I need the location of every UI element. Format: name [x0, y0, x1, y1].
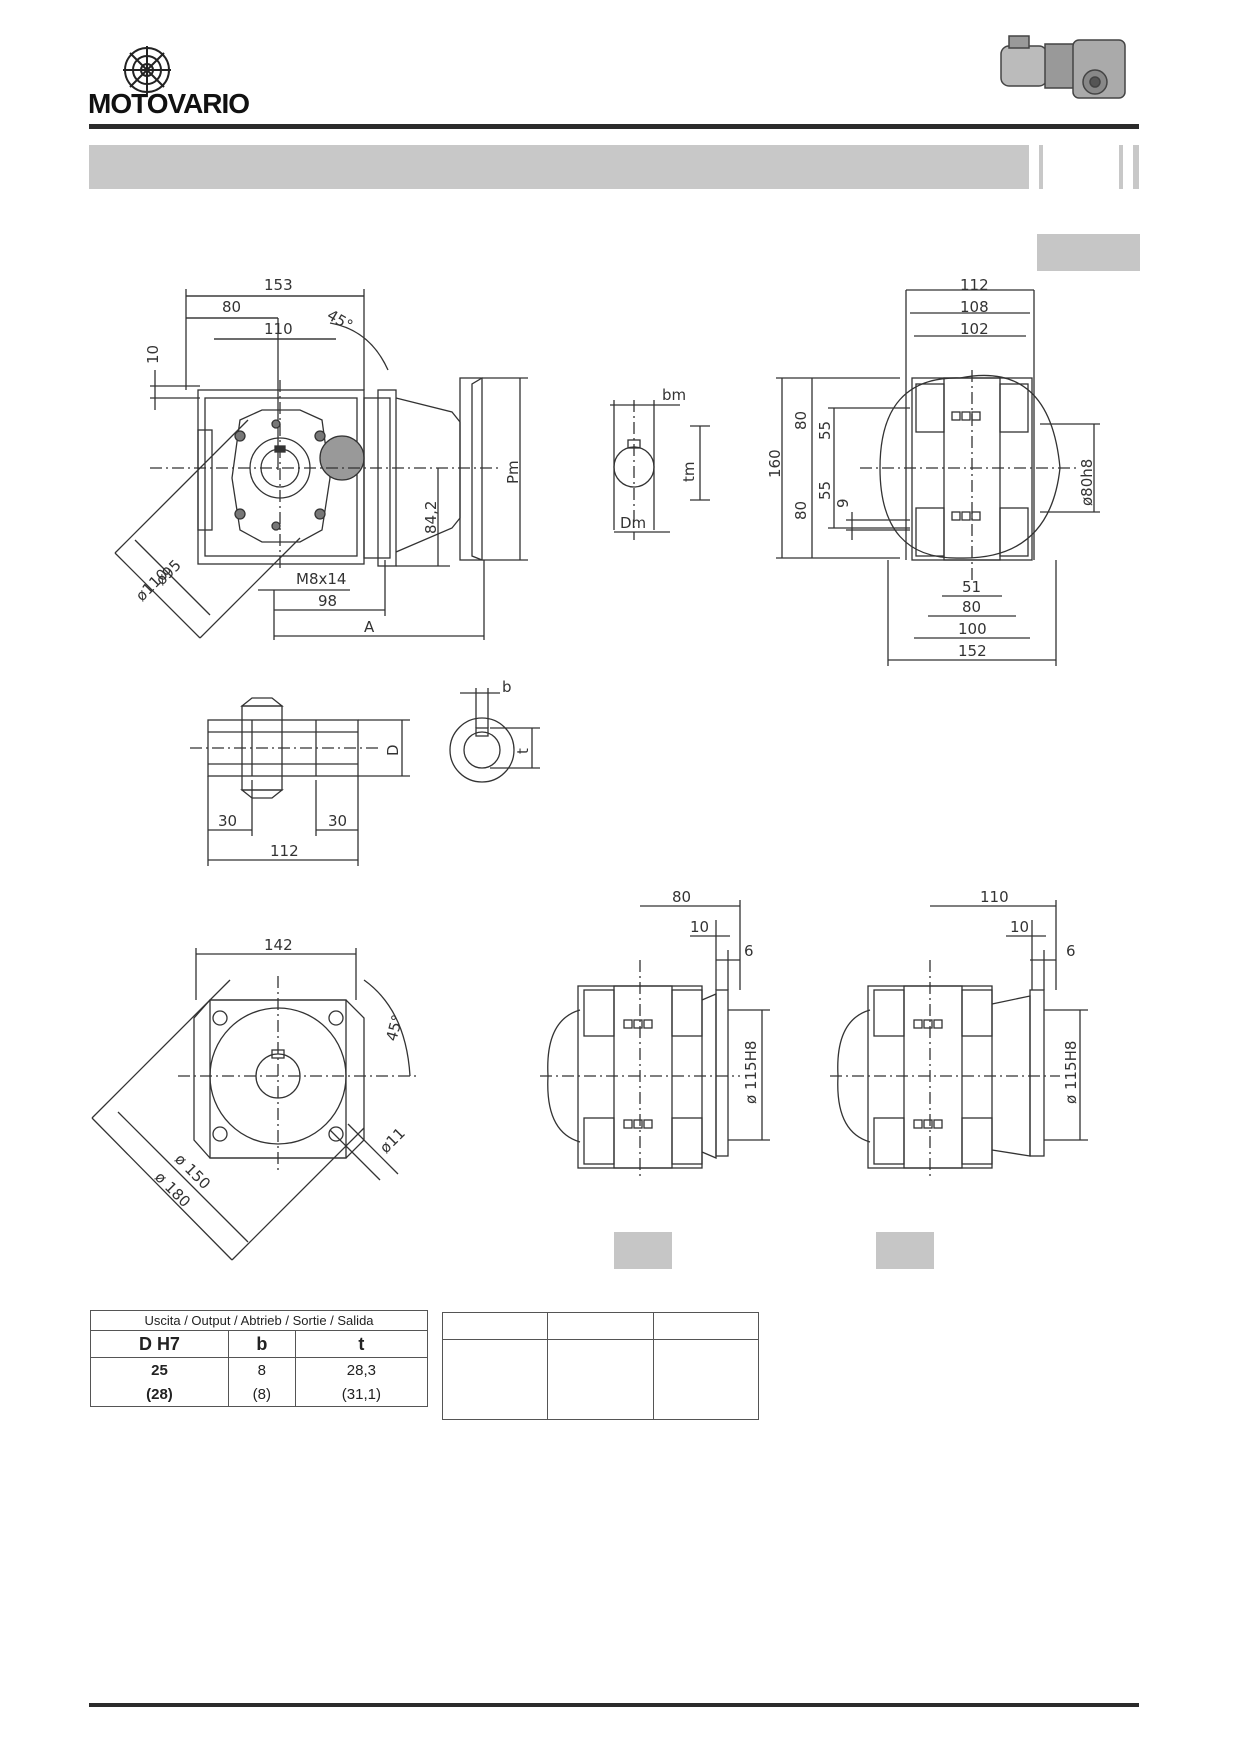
dim-98: 98 — [318, 592, 337, 610]
dim-dia-115-view-a: ø 115H8 — [742, 1041, 760, 1104]
cell-b: 8 — [227, 1357, 296, 1382]
dim-80-bottom: 80 — [962, 598, 981, 616]
dim-110: 110 — [264, 320, 293, 338]
dim-t: t — [514, 748, 532, 754]
dim-152: 152 — [958, 642, 987, 660]
front-view — [114, 289, 528, 640]
cell-d: 25 — [90, 1357, 229, 1382]
top-rule — [89, 124, 1139, 129]
hollow-shaft — [190, 688, 540, 866]
dim-51: 51 — [962, 578, 981, 596]
empty-cell — [547, 1312, 654, 1340]
cell-t: (31,1) — [294, 1382, 429, 1407]
header-t: t — [294, 1330, 429, 1358]
side-view — [776, 289, 1100, 666]
dim-102: 102 — [960, 320, 989, 338]
dim-108: 108 — [960, 298, 989, 316]
table-row: (28) (8) (31,1) — [90, 1382, 429, 1407]
view-a-drawing — [540, 900, 770, 1176]
empty-cell — [652, 1339, 760, 1420]
flange-view — [91, 948, 420, 1261]
dim-dia-115-view-b: ø 115H8 — [1062, 1041, 1080, 1104]
dim-55-lower: 55 — [816, 481, 834, 500]
dim-80: 80 — [222, 298, 241, 316]
dim-9: 9 — [834, 498, 852, 508]
cell-t: 28,3 — [294, 1357, 429, 1382]
key-section-top — [610, 400, 710, 540]
dim-45-flange: 45° — [382, 1013, 406, 1043]
cell-d: (28) — [90, 1382, 229, 1407]
dim-100: 100 — [958, 620, 987, 638]
dim-10-view-b: 10 — [1010, 918, 1029, 936]
dim-160: 160 — [766, 449, 784, 478]
bottom-rule — [89, 1703, 1139, 1707]
empty-table — [441, 1312, 760, 1420]
table-row: 25 8 28,3 — [90, 1357, 429, 1382]
dim-tm: tm — [680, 462, 698, 483]
header-b: b — [227, 1330, 296, 1358]
title-bar — [89, 145, 1029, 189]
cell-b: (8) — [227, 1382, 296, 1407]
dim-6-view-b: 6 — [1066, 942, 1076, 960]
dim-bm: bm — [662, 386, 686, 404]
dim-80-lower: 80 — [792, 501, 810, 520]
dim-thread: M8x14 — [296, 570, 346, 588]
dim-112-shaft: 112 — [270, 842, 299, 860]
title-box — [1039, 145, 1123, 189]
empty-cell — [441, 1339, 549, 1420]
brand-logo-text: MOTOVARIO — [88, 88, 250, 119]
dim-dia-11: ø11 — [376, 1124, 409, 1157]
dim-6-view-a: 6 — [744, 942, 754, 960]
view-a-label-box — [614, 1232, 672, 1269]
dim-30-left: 30 — [218, 812, 237, 830]
dim-D: D — [384, 744, 402, 756]
output-table-caption: Uscita / Output / Abtrieb / Sortie / Sal… — [90, 1310, 428, 1331]
dim-55-upper: 55 — [816, 421, 834, 440]
dim-dia-80h8: ø80h8 — [1078, 459, 1096, 506]
dim-10-view-a: 10 — [690, 918, 709, 936]
dim-153: 153 — [264, 276, 293, 294]
dim-84-2: 84,2 — [422, 501, 440, 534]
view-b-drawing — [830, 900, 1088, 1176]
output-table: Uscita / Output / Abtrieb / Sortie / Sal… — [90, 1310, 429, 1407]
dim-112-side: 112 — [960, 276, 989, 294]
empty-cell — [652, 1312, 760, 1340]
ref-box — [1037, 234, 1140, 271]
dim-142: 142 — [264, 936, 293, 954]
dim-b: b — [502, 678, 512, 696]
empty-cell — [547, 1339, 654, 1420]
title-end — [1133, 145, 1139, 189]
view-b-label-box — [876, 1232, 934, 1269]
dim-110-view-b: 110 — [980, 888, 1009, 906]
dim-Dm: Dm — [620, 514, 646, 532]
empty-cell — [441, 1312, 549, 1340]
dim-80-view-a: 80 — [672, 888, 691, 906]
dim-80-upper: 80 — [792, 411, 810, 430]
header-d-h7: D H7 — [90, 1330, 229, 1358]
dim-30-right: 30 — [328, 812, 347, 830]
dim-10: 10 — [144, 345, 162, 364]
gearmotor-icon — [1000, 35, 1126, 99]
dim-A: A — [364, 618, 375, 636]
dim-Pm: Pm — [504, 460, 522, 484]
title-gap — [1029, 145, 1039, 189]
gear-logo-icon — [123, 46, 171, 94]
